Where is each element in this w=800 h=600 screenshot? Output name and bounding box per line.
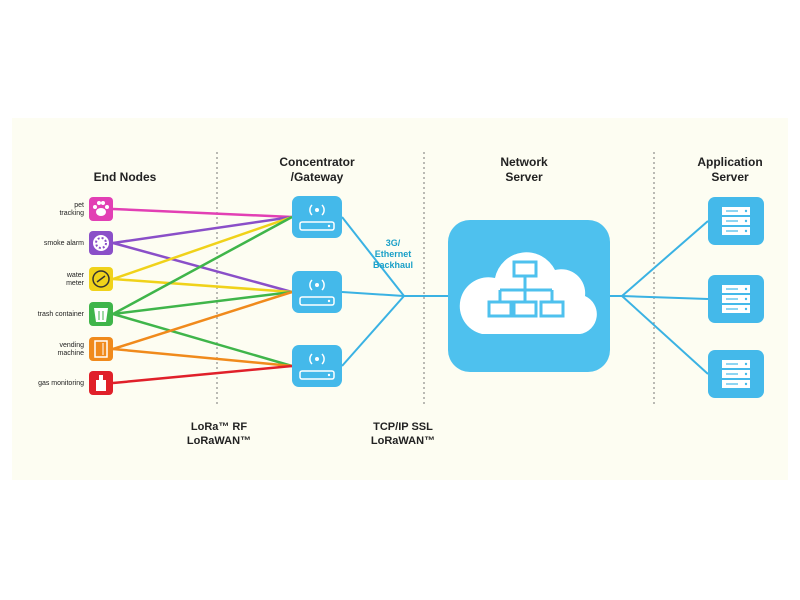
- lora-links: [112, 207, 293, 385]
- end-node-water-label: water: [66, 272, 85, 279]
- link-trash-gateway-3: [112, 312, 293, 368]
- link-vending-gateway-2: [112, 290, 293, 351]
- application-server-2: [708, 275, 764, 323]
- gateway-3: [292, 345, 342, 387]
- backhaul-link-gateway-3: [341, 295, 405, 367]
- app-link-server-2: [621, 295, 709, 300]
- gateway-box: [292, 345, 342, 387]
- link-vending-gateway-3: [112, 347, 293, 368]
- end-node-pet-label: tracking: [59, 210, 84, 217]
- link-water-gateway-1: [112, 215, 293, 281]
- application-server-3: [708, 350, 764, 398]
- header-concentrator-line2: /Gateway: [291, 170, 344, 184]
- lora-rf-label: LoRa™ RF: [191, 421, 248, 433]
- server-rack-icon: [722, 285, 750, 313]
- header-network-line2: Server: [505, 170, 543, 184]
- end-node-trash-label: trash container: [38, 311, 85, 318]
- gateways: [292, 196, 342, 387]
- header-application-line2: Server: [711, 170, 749, 184]
- gateway-radio-icon: [299, 279, 335, 306]
- end-node-gas-label: gas monitoring: [38, 380, 84, 387]
- backhaul-label-line2: Ethernet: [375, 249, 412, 259]
- link-gas-gateway-3: [112, 364, 293, 385]
- gateway-2: [292, 271, 342, 313]
- lorawan-rf-label: LoRaWAN™: [187, 435, 251, 447]
- smoke-alarm-icon: [93, 235, 109, 251]
- end-node-gas: gas monitoring: [38, 371, 113, 395]
- backhaul-label-line3: Backhaul: [373, 260, 413, 270]
- lorawan-backhaul-label: LoRaWAN™: [371, 435, 435, 447]
- link-smoke-gateway-2: [112, 241, 293, 294]
- end-node-pet-label: pet: [74, 202, 84, 209]
- backhaul-links: [341, 216, 448, 367]
- app-server-links: [610, 220, 709, 375]
- link-water-gateway-2: [112, 277, 293, 294]
- gateway-box: [292, 196, 342, 238]
- app-link-server-3: [621, 295, 709, 375]
- end-node-smoke-label: smoke alarm: [44, 240, 84, 247]
- server-rack-icon: [722, 207, 750, 235]
- server-rack-icon: [722, 360, 750, 388]
- header-concentrator-line1: Concentrator: [279, 155, 355, 169]
- vending-machine-icon: [94, 340, 108, 358]
- backhaul-link-gateway-2: [341, 291, 405, 297]
- app-link-server-1: [621, 220, 709, 297]
- end-node-trash: trash container: [38, 302, 113, 326]
- link-smoke-gateway-1: [112, 215, 293, 245]
- header-application-line1: Application: [697, 155, 762, 169]
- trash-container-icon: [94, 308, 108, 322]
- gas-monitoring-icon: [96, 375, 106, 391]
- gateway-box: [292, 271, 342, 313]
- link-trash-gateway-1: [112, 215, 293, 316]
- end-node-water-label: meter: [66, 280, 85, 287]
- application-servers: [708, 197, 764, 398]
- application-server-1: [708, 197, 764, 245]
- gateway-radio-icon: [299, 353, 335, 380]
- gateway-radio-icon: [299, 204, 335, 231]
- link-trash-gateway-2: [112, 290, 293, 316]
- end-node-vending-label: machine: [58, 350, 85, 357]
- end-node-vending-label: vending: [59, 342, 84, 349]
- header-end-nodes: End Nodes: [94, 170, 157, 184]
- water-meter-icon: [92, 270, 110, 288]
- hierarchy-icon: [487, 260, 565, 318]
- backhaul-link-gateway-1: [341, 216, 405, 297]
- header-network-line1: Network: [500, 155, 548, 169]
- link-pet-gateway-1: [112, 207, 293, 219]
- gateway-1: [292, 196, 342, 238]
- tcp-ip-ssl-label: TCP/IP SSL: [373, 421, 433, 433]
- end-node-smoke: smoke alarm: [44, 231, 113, 255]
- paw-icon: [93, 201, 109, 216]
- network-server: [448, 220, 610, 372]
- backhaul-label-line1: 3G/: [386, 238, 401, 248]
